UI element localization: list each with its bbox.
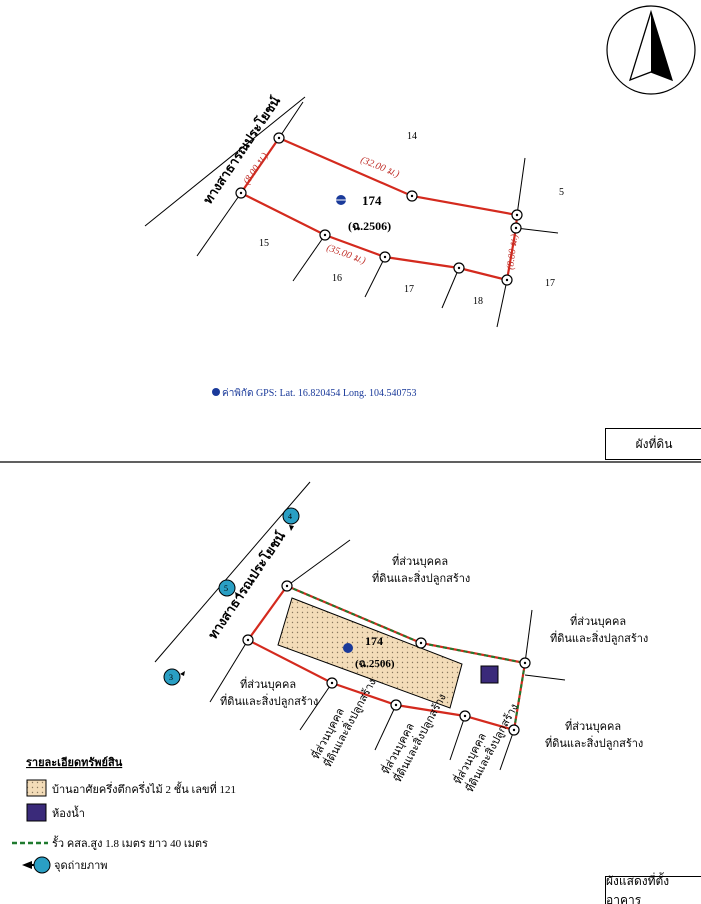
svg-text:4: 4 <box>288 512 292 521</box>
svg-text:ที่ส่วนบุคคล: ที่ส่วนบุคคล <box>570 613 626 628</box>
bathroom-footprint <box>480 665 499 684</box>
legend-title: รายละเอียดทรัพย์สิน <box>26 756 123 769</box>
building-plan-title: ผังแสดงที่ตั้งอาคาร <box>605 874 701 904</box>
svg-text:ที่ส่วนบุคคล: ที่ส่วนบุคคล <box>392 553 448 568</box>
dimension-label: (8.00 ม.) <box>505 233 520 270</box>
legend-item-label: ห้องน้ำ <box>52 805 85 820</box>
svg-text:ที่ส่วนบุคคล: ที่ส่วนบุคคล <box>240 676 296 691</box>
svg-text:5: 5 <box>224 584 228 593</box>
neighbor-parcel: 18 <box>473 296 483 307</box>
dimension-label: (35.00 ม.) <box>325 242 368 267</box>
svg-text:3: 3 <box>169 673 173 682</box>
parcel-code: (ฉ.2506) <box>348 219 391 233</box>
neighbor-parcel: 5 <box>559 187 564 198</box>
parcel-code: (ฉ.2506) <box>355 658 395 670</box>
gps-icon <box>212 388 220 396</box>
land-plan-title: ผังที่ดิน <box>605 428 701 460</box>
house-swatch <box>26 779 47 797</box>
legend-item-label: จุดถ่ายภาพ <box>54 860 108 872</box>
photo-point-swatch <box>33 856 51 874</box>
legend: รายละเอียดทรัพย์สิน บ้านอาศัยครึ่งตึกครึ… <box>12 756 236 874</box>
neighbor-parcel: 14 <box>407 131 417 142</box>
svg-text:ที่ดินและสิ่งปลูกสร้าง: ที่ดินและสิ่งปลูกสร้าง <box>545 735 643 750</box>
north-arrow-icon <box>606 5 696 95</box>
photo-point-icon[interactable]: 4 <box>282 507 300 531</box>
svg-text:ที่ส่วนบุคคล: ที่ส่วนบุคคล <box>565 718 621 733</box>
neighbor-parcel: 17 <box>404 284 414 295</box>
parcel-boundary <box>239 136 519 282</box>
photo-point-icon[interactable]: 5 <box>218 579 241 597</box>
neighbor-parcel: 16 <box>332 273 342 284</box>
photo-point-icon[interactable]: 3 <box>163 668 185 686</box>
parcel-number: 174 <box>362 193 382 208</box>
legend-item-label: รั้ว คสล.สูง 1.8 เมตร ยาว 40 เมตร <box>52 835 208 850</box>
gps-coordinates: ค่าพิกัด GPS: Lat. 16.820454 Long. 104.5… <box>222 388 417 399</box>
svg-text:ที่ดินและสิ่งปลูกสร้าง: ที่ดินและสิ่งปลูกสร้าง <box>372 570 470 585</box>
building-plan: ทางสาธารณประโยชน์ 174 (ฉ.2506) ที่ส่วนบุ… <box>154 481 648 794</box>
house-footprint <box>277 597 463 709</box>
neighbor-parcel: 15 <box>259 238 269 249</box>
legend-item-label: บ้านอาศัยครึ่งตึกครึ่งไม้ 2 ชั้น เลขที่ … <box>52 781 236 796</box>
parcel-number: 174 <box>365 634 383 648</box>
road-label: ทางสาธารณประโยชน์ <box>204 528 288 642</box>
svg-text:ที่ดินและสิ่งปลูกสร้าง: ที่ดินและสิ่งปลูกสร้าง <box>550 630 648 645</box>
fence-line <box>286 585 527 731</box>
bathroom-swatch <box>26 803 47 822</box>
land-plan: ทางสาธารณประโยชน์ (8.00 ม.) (32.00 ม.) (… <box>144 93 564 399</box>
neighbor-parcel: 17 <box>545 278 555 289</box>
svg-text:ที่ดินและสิ่งปลูกสร้าง: ที่ดินและสิ่งปลูกสร้าง <box>220 693 318 708</box>
